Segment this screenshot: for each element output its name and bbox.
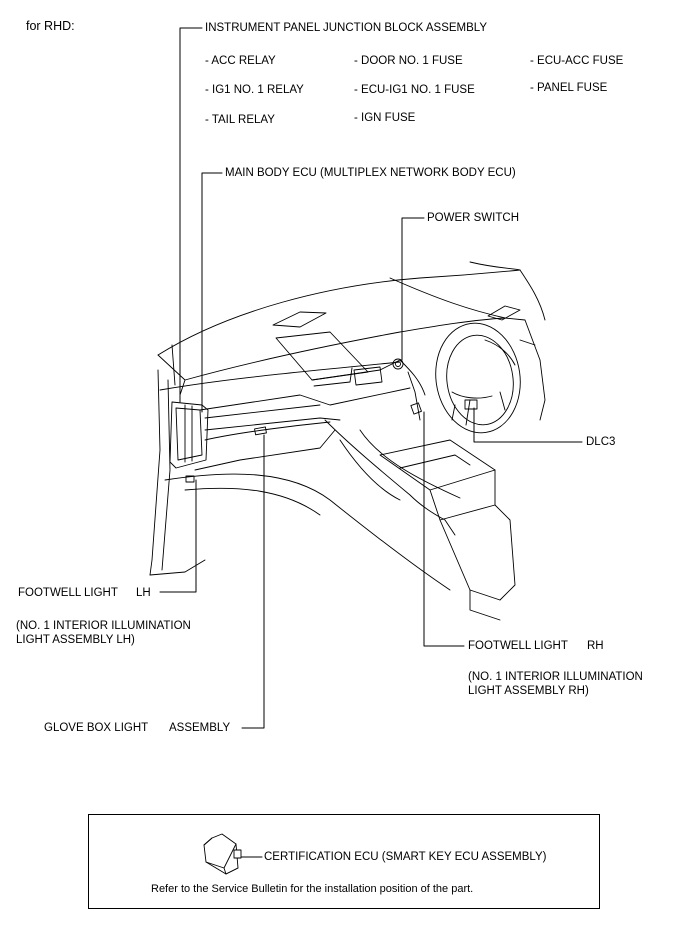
junction-block-title: INSTRUMENT PANEL JUNCTION BLOCK ASSEMBLY [205, 22, 488, 34]
ig1-relay-label: - IG1 NO. 1 RELAY [205, 84, 304, 96]
ign-fuse-label: - IGN FUSE [354, 112, 416, 124]
footwell-rh-name: FOOTWELL LIGHT [468, 640, 568, 652]
ecu-acc-fuse-label: - ECU-ACC FUSE [530, 55, 624, 67]
main-body-ecu-leader [201, 172, 223, 413]
variant-label: for RHD: [26, 19, 75, 33]
ecu-ig1-fuse-label: - ECU-IG1 NO. 1 FUSE [354, 84, 475, 96]
footwell-lh-detail-1: (NO. 1 INTERIOR ILLUMINATION [16, 620, 191, 632]
glove-box-leader [241, 434, 265, 729]
glove-box-name: GLOVE BOX LIGHT [44, 722, 149, 734]
dlc3-label: DLC3 [586, 436, 616, 448]
footwell-rh-detail-1: (NO. 1 INTERIOR ILLUMINATION [468, 671, 643, 683]
footwell-rh-side: RH [587, 640, 604, 652]
acc-relay-label: - ACC RELAY [205, 55, 276, 67]
footwell-lh-side: LH [136, 587, 151, 599]
service-bulletin-note: Refer to the Service Bulletin for the in… [151, 883, 474, 895]
footwell-rh-detail-2: LIGHT ASSEMBLY RH) [468, 685, 589, 697]
glove-box-suffix: ASSEMBLY [169, 722, 231, 734]
footwell-lh-leader [159, 479, 197, 593]
power-switch-label: POWER SWITCH [427, 212, 519, 224]
certification-ecu-label: CERTIFICATION ECU (SMART KEY ECU ASSEMBL… [264, 851, 547, 863]
tail-relay-label: - TAIL RELAY [205, 114, 275, 126]
note-box [88, 814, 600, 909]
footwell-rh-leader [423, 411, 465, 647]
footwell-lh-name: FOOTWELL LIGHT [18, 587, 118, 599]
dlc3-leader [473, 407, 583, 443]
main-body-ecu-label: MAIN BODY ECU (MULTIPLEX NETWORK BODY EC… [225, 167, 516, 179]
junction-block-leader [179, 27, 203, 403]
door-fuse-label: - DOOR NO. 1 FUSE [354, 55, 463, 67]
power-switch-leader [401, 217, 425, 361]
panel-fuse-label: - PANEL FUSE [530, 82, 608, 94]
certification-ecu-icon [203, 833, 242, 875]
footwell-lh-detail-2: LIGHT ASSEMBLY LH) [16, 634, 135, 646]
